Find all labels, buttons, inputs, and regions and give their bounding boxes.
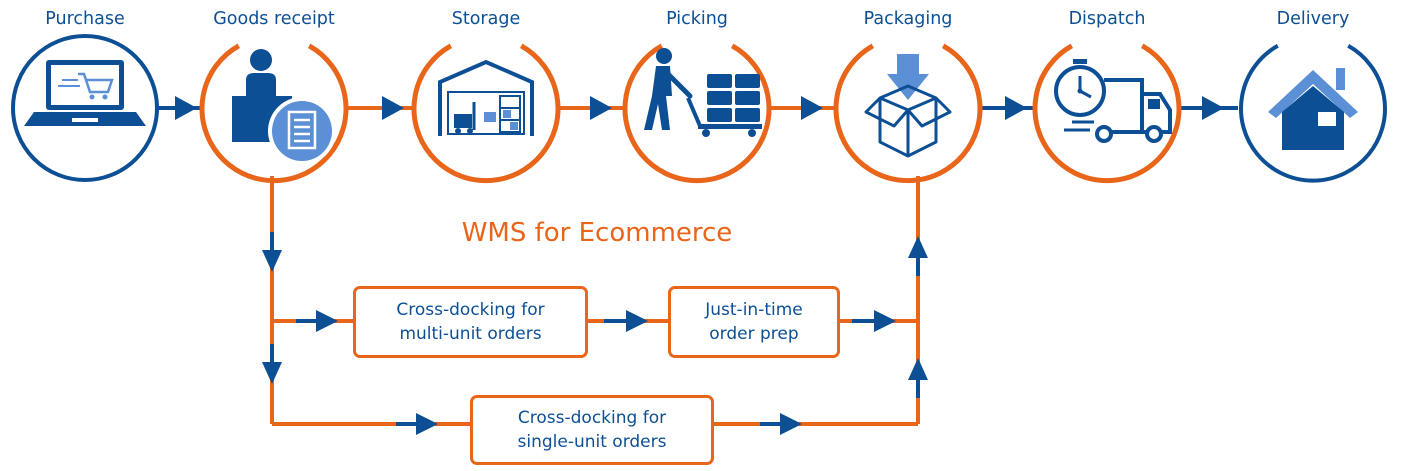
warehouse-icon xyxy=(438,59,534,136)
arrow-up-2 xyxy=(908,358,928,398)
arrow-right-5 xyxy=(760,413,802,435)
arrow-right-1 xyxy=(296,310,338,332)
box-cross-docking-single-unit: Cross-docking for single-unit orders xyxy=(470,395,714,465)
delivery-truck-icon xyxy=(1054,59,1172,143)
connector-goods-storage xyxy=(344,96,414,120)
box-label-just-in-time: Just-in-time order prep xyxy=(705,300,803,344)
top-connectors xyxy=(156,96,1238,120)
box-icon xyxy=(864,54,952,158)
stage-label-delivery: Delivery xyxy=(1276,9,1350,29)
arrow-down-1 xyxy=(262,232,282,272)
ring-dispatch xyxy=(1032,43,1182,184)
stage-label-dispatch: Dispatch xyxy=(1068,9,1146,29)
ring-purchase xyxy=(11,34,159,182)
box-label-cross-docking-multi-unit: Cross-docking for multi-unit orders xyxy=(396,300,545,344)
stage-label-packaging: Packaging xyxy=(863,9,953,29)
connector-purchase-goods xyxy=(156,96,204,120)
connector-packaging-dispatch xyxy=(980,96,1036,120)
ring-packaging xyxy=(833,43,983,184)
arrow-down-2 xyxy=(262,344,282,384)
receptionist-document-icon xyxy=(232,49,336,165)
arrow-right-4 xyxy=(396,413,438,435)
worker-pallet-icon xyxy=(644,48,762,137)
house-icon xyxy=(1268,68,1358,150)
arrow-right-3 xyxy=(852,310,896,332)
stage-rings xyxy=(11,34,1387,184)
stage-label-storage: Storage xyxy=(451,9,521,29)
connector-storage-picking xyxy=(557,96,625,120)
ring-picking xyxy=(622,43,772,184)
lower-arrows xyxy=(262,232,928,435)
ring-storage xyxy=(411,43,561,184)
laptop-cart-icon xyxy=(24,60,146,126)
arrow-up-1 xyxy=(908,236,928,276)
diagram-title: WMS for Ecommerce xyxy=(461,218,733,248)
stage-label-goods-receipt: Goods receipt xyxy=(213,9,335,29)
box-label-cross-docking-single-unit: Cross-docking for single-unit orders xyxy=(517,408,667,452)
box-cross-docking-multi-unit: Cross-docking for multi-unit orders xyxy=(353,286,588,358)
box-just-in-time: Just-in-time order prep xyxy=(668,286,840,358)
connector-dispatch-delivery xyxy=(1178,96,1238,120)
stage-label-picking: Picking xyxy=(666,9,728,29)
stage-label-purchase: Purchase xyxy=(45,9,125,29)
arrow-right-2 xyxy=(604,310,648,332)
connector-picking-packaging xyxy=(768,96,836,120)
ring-delivery xyxy=(1239,44,1387,183)
